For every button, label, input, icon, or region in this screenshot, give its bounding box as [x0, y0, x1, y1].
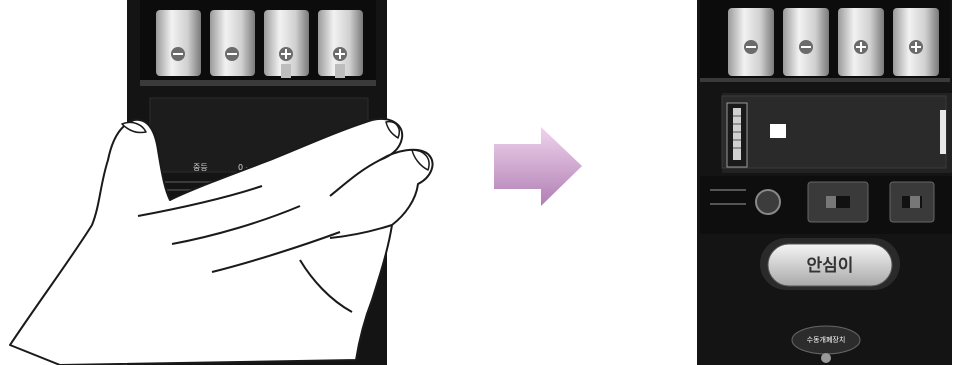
main-button-label: 안심이 — [807, 256, 854, 276]
right-battery-4 — [893, 8, 939, 76]
indicator-light — [770, 124, 786, 138]
right-battery-1 — [728, 8, 774, 76]
right-battery-3 — [838, 8, 884, 76]
round-knob[interactable] — [756, 190, 780, 214]
arrow-right-icon — [494, 127, 582, 206]
connector-strip — [727, 103, 747, 167]
left-battery-1 — [156, 10, 201, 76]
left-battery-4 — [318, 10, 363, 78]
left-battery-3 — [264, 10, 309, 78]
left-label-a: 중등 — [193, 163, 208, 172]
right-battery-2 — [783, 8, 829, 76]
right-device: 안심이 수동개폐장치 — [697, 0, 952, 365]
left-battery-2 — [210, 10, 255, 76]
manual-open-label: 수동개폐장치 — [807, 335, 846, 344]
